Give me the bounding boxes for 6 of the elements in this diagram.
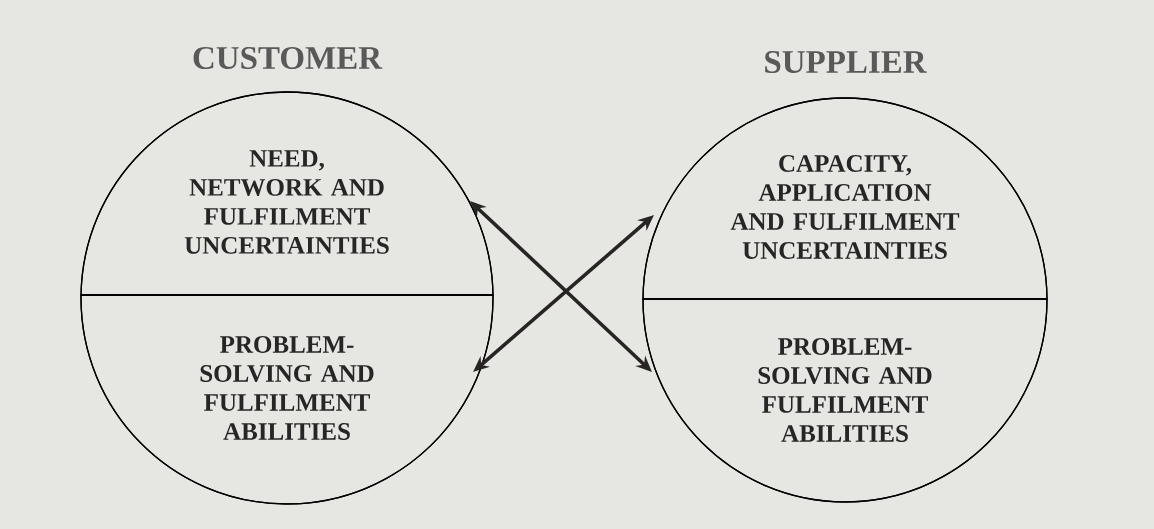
circle-half: CAPACITY, APPLICATION AND FULFILMENT UNCERTAINTIES <box>642 97 1048 300</box>
circle-half: NEED, NETWORK AND FULFILMENT UNCERTAINTIES <box>80 91 494 296</box>
circle-half: PROBLEM-SOLVING AND FULFILMENT ABILITIES <box>80 294 494 505</box>
node-label: CUSTOMER <box>193 46 383 70</box>
circle-half: PROBLEM-SOLVING AND FULFILMENT ABILITIES <box>642 298 1048 503</box>
node-label: SUPPLIER <box>765 50 927 74</box>
